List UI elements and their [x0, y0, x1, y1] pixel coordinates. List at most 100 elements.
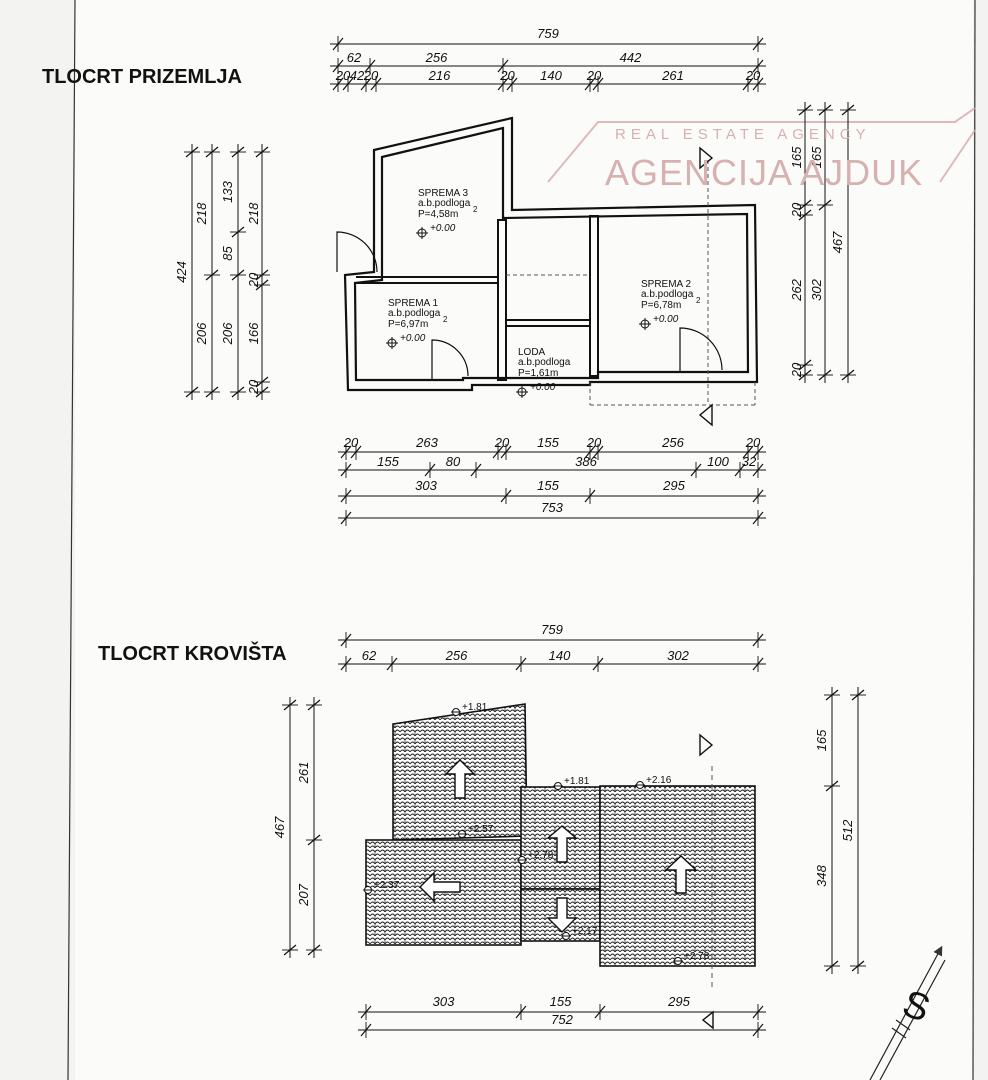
- dimension-label: 442: [620, 50, 642, 65]
- dimension-tick: [360, 1023, 372, 1037]
- dimension-label: 165: [809, 146, 824, 168]
- dimension-tick: [515, 1005, 527, 1019]
- dimension-label: 133: [220, 180, 235, 202]
- roof-level-label: +2.78: [684, 951, 710, 962]
- dimension-label: 256: [425, 50, 448, 65]
- dimension-tick: [742, 445, 754, 459]
- dimension-tick: [255, 269, 269, 281]
- dimension-label: 302: [809, 278, 824, 300]
- dimension-tick: [492, 445, 504, 459]
- sheet-border-right: [972, 0, 976, 1080]
- dimension-label: 348: [814, 864, 829, 886]
- dimension-tick: [752, 1005, 764, 1019]
- dimension-tick: [360, 77, 372, 91]
- roof-level-label: +1.81: [462, 702, 488, 713]
- dimension-tick: [332, 77, 344, 91]
- dimension-tick: [332, 59, 344, 73]
- dimension-tick: [185, 386, 199, 398]
- dimension-tick: [360, 1005, 372, 1019]
- room-area-unit: 2: [696, 296, 701, 305]
- dimension-tick: [231, 386, 245, 398]
- dimension-label: 218: [194, 202, 209, 225]
- dimension-tick: [841, 369, 855, 381]
- dimension-tick: [818, 104, 832, 116]
- dimension-label: 512: [840, 819, 855, 841]
- room-name: SPREMA 3: [418, 188, 468, 199]
- ground-floor-partitions: [356, 157, 599, 381]
- room-area: P=1,61m: [518, 368, 558, 379]
- dimension-label: 467: [830, 231, 845, 253]
- title-ground-floor: TLOCRT PRIZEMLJA: [42, 66, 242, 88]
- dimension-label: 20: [246, 379, 261, 395]
- dimension-tick: [798, 369, 812, 381]
- roof-level-label: +2.78: [528, 850, 554, 861]
- roof-slope-arrows: [419, 759, 698, 933]
- dimension-tick: [340, 463, 352, 477]
- room-name: LODA: [518, 347, 546, 358]
- door-sprema-1: [431, 339, 469, 380]
- dimension-tick: [752, 77, 764, 91]
- room-area-unit: 2: [443, 315, 448, 324]
- dimension-tick: [500, 489, 512, 503]
- sheet-border-left: [67, 0, 76, 1080]
- door-sprema-2: [679, 327, 723, 372]
- dimension-label: 261: [296, 762, 311, 785]
- dimension-tick: [825, 960, 839, 972]
- slope-arrow-center-up: [546, 825, 578, 863]
- dimension-label: 753: [541, 500, 563, 515]
- dimension-tick: [231, 226, 245, 238]
- dimension-tick: [370, 77, 382, 91]
- roof-level-label: +2.37: [374, 880, 400, 891]
- room-name: SPREMA 2: [641, 279, 691, 290]
- dimension-tick: [340, 489, 352, 503]
- dimension-tick: [255, 386, 269, 398]
- dimension-tick: [752, 463, 764, 477]
- dimension-tick: [752, 59, 764, 73]
- dimension-label: 155: [377, 454, 399, 469]
- room-area-unit: 2: [473, 205, 478, 214]
- dimension-tick: [734, 463, 746, 477]
- dimension-tick: [386, 657, 398, 671]
- dimension-tick: [752, 489, 764, 503]
- dimension-tick: [340, 633, 352, 647]
- dimension-label: 206: [220, 322, 235, 345]
- dimension-label: 20: [745, 68, 761, 83]
- dimension-tick: [798, 359, 812, 371]
- room-level: +0.00: [530, 382, 556, 393]
- room-level: +0.00: [430, 223, 456, 234]
- dimension-label: 20: [745, 435, 761, 450]
- dimension-label: 20: [363, 68, 379, 83]
- section-markers: [698, 146, 714, 1030]
- dimension-tick: [307, 944, 321, 956]
- dimension-label: 62: [362, 648, 377, 663]
- dimension-tick: [752, 37, 764, 51]
- slope-arrow-east: [664, 855, 698, 894]
- room-floor-type: a.b.podloga: [518, 357, 571, 368]
- dimension-label: 295: [662, 478, 685, 493]
- dimension-label: 303: [433, 994, 455, 1009]
- dimension-tick: [424, 463, 436, 477]
- dimension-label: 759: [537, 26, 559, 41]
- dimension-label: 20: [586, 68, 602, 83]
- dimension-tick: [841, 104, 855, 116]
- dimension-tick: [506, 77, 518, 91]
- dimension-label: 256: [661, 435, 684, 450]
- dimension-label: 218: [246, 202, 261, 225]
- dimension-label: 20: [246, 272, 261, 288]
- dimension-tick: [742, 77, 754, 91]
- dimension-tick: [690, 463, 702, 477]
- room-area: P=4,58m: [418, 209, 458, 220]
- dimension-tick: [798, 104, 812, 116]
- dimension-tick: [231, 146, 245, 158]
- dimension-label: 263: [415, 435, 438, 450]
- dimension-label: 20: [586, 435, 602, 450]
- roof-level-label: +1.81: [564, 776, 590, 787]
- dimension-label: 295: [667, 994, 690, 1009]
- dimension-tick: [798, 209, 812, 221]
- dimension-tick: [497, 77, 509, 91]
- roof-level-label: +2.17: [572, 926, 598, 937]
- dimension-tick: [752, 445, 764, 459]
- dimension-tick: [515, 657, 527, 671]
- dimension-label: 386: [575, 454, 597, 469]
- dimension-label: 155: [550, 994, 572, 1009]
